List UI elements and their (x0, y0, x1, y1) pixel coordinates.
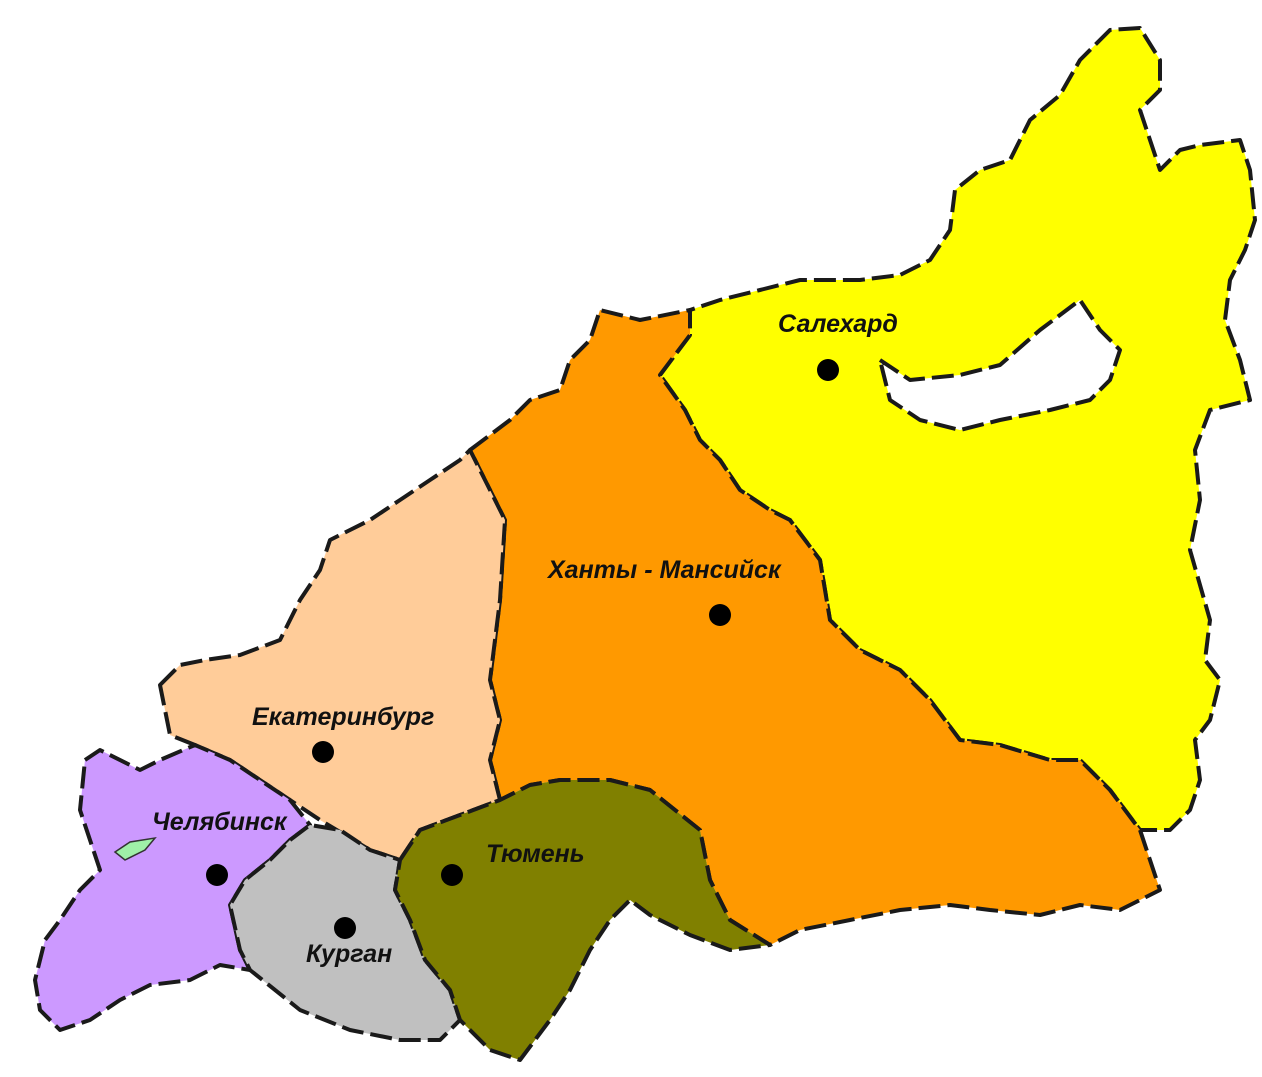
city-label-salekhard: Салехард (778, 310, 898, 338)
city-label-khanty-mansiysk: Ханты - Мансийск (546, 556, 782, 584)
lake-shape (113, 836, 157, 861)
city-dot-kurgan (334, 917, 356, 939)
city-dot-tyumen (441, 864, 463, 886)
region-chelyabinsk[interactable] (33, 743, 312, 1032)
city-dot-chelyabinsk (206, 864, 228, 886)
city-dot-yekaterinburg (312, 741, 334, 763)
region-tyumen[interactable] (393, 778, 772, 1062)
city-label-kurgan: Курган (306, 940, 392, 968)
city-label-tyumen: Тюмень (486, 840, 585, 868)
city-dot-salekhard (817, 359, 839, 381)
city-dot-khanty-mansiysk (709, 604, 731, 626)
city-label-chelyabinsk: Челябинск (152, 808, 288, 836)
city-label-yekaterinburg: Екатеринбург (252, 703, 434, 731)
